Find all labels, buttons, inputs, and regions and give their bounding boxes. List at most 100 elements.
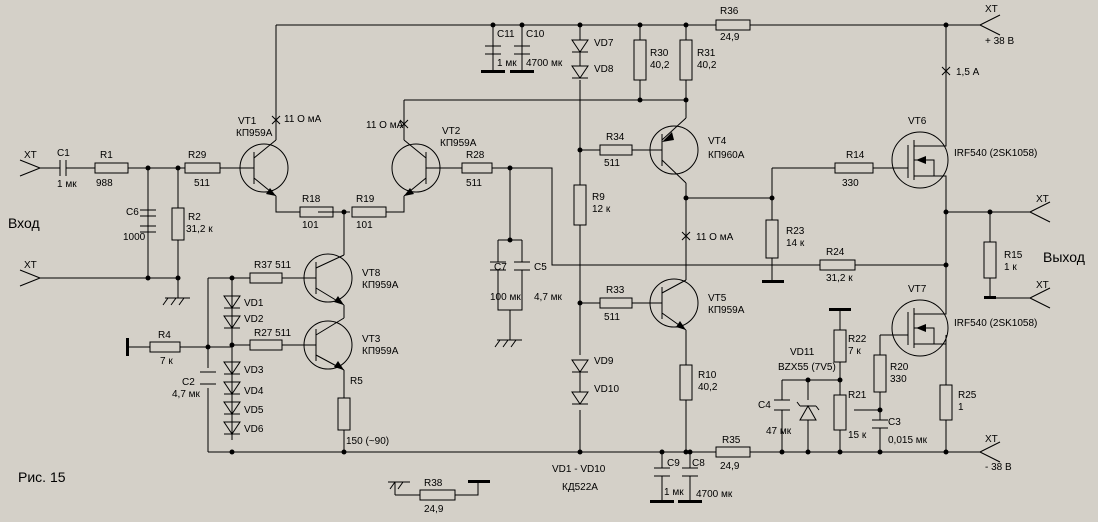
component-label: 511: [604, 312, 620, 323]
component-label: 14 к: [786, 238, 805, 249]
junctions: [145, 22, 993, 455]
component-label: IRF540 (2SK1058): [954, 318, 1037, 329]
component-label: C10: [526, 29, 545, 40]
component-label: C1: [57, 148, 70, 159]
component-label: 24,9: [424, 504, 444, 515]
current-markers: [271, 66, 951, 241]
component-label: 4,7 мк: [172, 389, 201, 400]
component-label: R20: [890, 362, 909, 373]
figure-label: Рис. 15: [18, 469, 66, 485]
resistor-r38: [419, 489, 456, 501]
component-label: R21: [848, 390, 867, 401]
component-label: 47 мк: [766, 426, 792, 437]
resistor-r31: [679, 39, 693, 81]
labels: Вход Выход Рис. 15 XT XT XT + 38 В XT XT…: [8, 4, 1085, 515]
current-vt2: 11 О мА: [366, 120, 404, 131]
component-label: КП959А: [362, 280, 399, 291]
component-label: R22: [848, 334, 867, 345]
xt-out-bottom: XT: [1036, 280, 1049, 291]
grounds: [126, 280, 996, 495]
component-label: 31,2 к: [826, 273, 853, 284]
resistor-r35: [715, 446, 751, 458]
component-label: R29: [188, 150, 207, 161]
diode-vd10: [571, 391, 589, 405]
component-label: 1000: [123, 232, 146, 243]
xt-out-top: XT: [1036, 194, 1049, 205]
diode-vd1: [223, 295, 241, 309]
diode-vd11: [796, 401, 820, 421]
component-label: 40,2: [698, 382, 718, 393]
capacitor-c5: [514, 255, 530, 290]
component-label: BZX55 (7V5): [778, 362, 836, 373]
component-label: 24,9: [720, 461, 740, 472]
component-label: R23: [786, 226, 805, 237]
current-vt6: 1,5 А: [956, 67, 980, 78]
component-label: R1: [100, 150, 113, 161]
component-label: R36: [720, 6, 739, 17]
component-label: VT7: [908, 284, 927, 295]
component-label: 1 к: [1004, 262, 1017, 273]
transistor-vt8: [300, 253, 353, 306]
component-label: 100 мк: [490, 292, 521, 303]
diode-vd8: [571, 65, 589, 79]
component-label: 150 (~90): [346, 436, 389, 447]
component-label: R4: [158, 330, 171, 341]
component-label: R30: [650, 48, 669, 59]
component-label: 7 к: [848, 346, 861, 357]
resistor-r20: [873, 354, 887, 393]
xt-supply-top: XT: [985, 4, 998, 15]
resistor-r33: [599, 297, 633, 309]
plus-supply-label: + 38 В: [985, 36, 1015, 47]
component-label: C2: [182, 377, 195, 388]
xt-supply-bottom: XT: [985, 434, 998, 445]
resistor-r23: [765, 219, 779, 259]
transistor-vt7: [891, 299, 949, 357]
component-label: 1 мк: [497, 58, 517, 69]
transistor-vt4: [649, 117, 699, 184]
component-label: VD1: [244, 298, 264, 309]
capacitor-c6: [140, 209, 156, 233]
transistor-vt6: [891, 131, 949, 196]
capacitor-c3: [872, 419, 888, 438]
component-label: 4,7 мк: [534, 292, 563, 303]
capacitor-c4: [774, 399, 790, 418]
capacitor-c9: [654, 467, 670, 500]
component-label: 24,9: [720, 32, 740, 43]
resistor-r14: [834, 162, 874, 174]
diode-vd3: [223, 361, 241, 375]
resistor-r1: [94, 162, 129, 174]
component-label: C7: [494, 262, 507, 273]
component-label: R10: [698, 370, 717, 381]
resistor-r5: [337, 397, 351, 431]
component-label: R33: [606, 285, 625, 296]
component-label: 4700 мк: [696, 489, 733, 500]
resistor-r30: [633, 39, 647, 81]
component-label: КП959А: [440, 138, 477, 149]
component-label: VD4: [244, 386, 264, 397]
resistors: [94, 19, 997, 501]
component-label: 31,2 к: [186, 224, 213, 235]
component-label: 0,015 мк: [888, 435, 928, 446]
component-label: R34: [606, 132, 625, 143]
component-label: R24: [826, 247, 845, 258]
component-label: R5: [350, 376, 363, 387]
component-label: R31: [697, 48, 716, 59]
component-label: R37 511: [254, 260, 292, 271]
component-label: КП959А: [236, 128, 273, 139]
component-label: 7 к: [160, 356, 173, 367]
resistor-r9: [573, 184, 587, 226]
component-label: VD10: [594, 384, 619, 395]
resistor-r25: [939, 384, 953, 421]
wires: [40, 24, 1030, 496]
component-label: VD9: [594, 356, 614, 367]
resistor-r21: [833, 394, 847, 431]
component-label: 330: [890, 374, 907, 385]
component-label: R14: [846, 150, 865, 161]
component-label: КП959А: [708, 305, 745, 316]
capacitors: [59, 25, 888, 503]
resistor-r37: [249, 272, 283, 284]
component-label: 511: [466, 178, 482, 189]
component-label: VT1: [238, 116, 257, 127]
component-label: 40,2: [650, 60, 670, 71]
component-label: 12 к: [592, 204, 611, 215]
